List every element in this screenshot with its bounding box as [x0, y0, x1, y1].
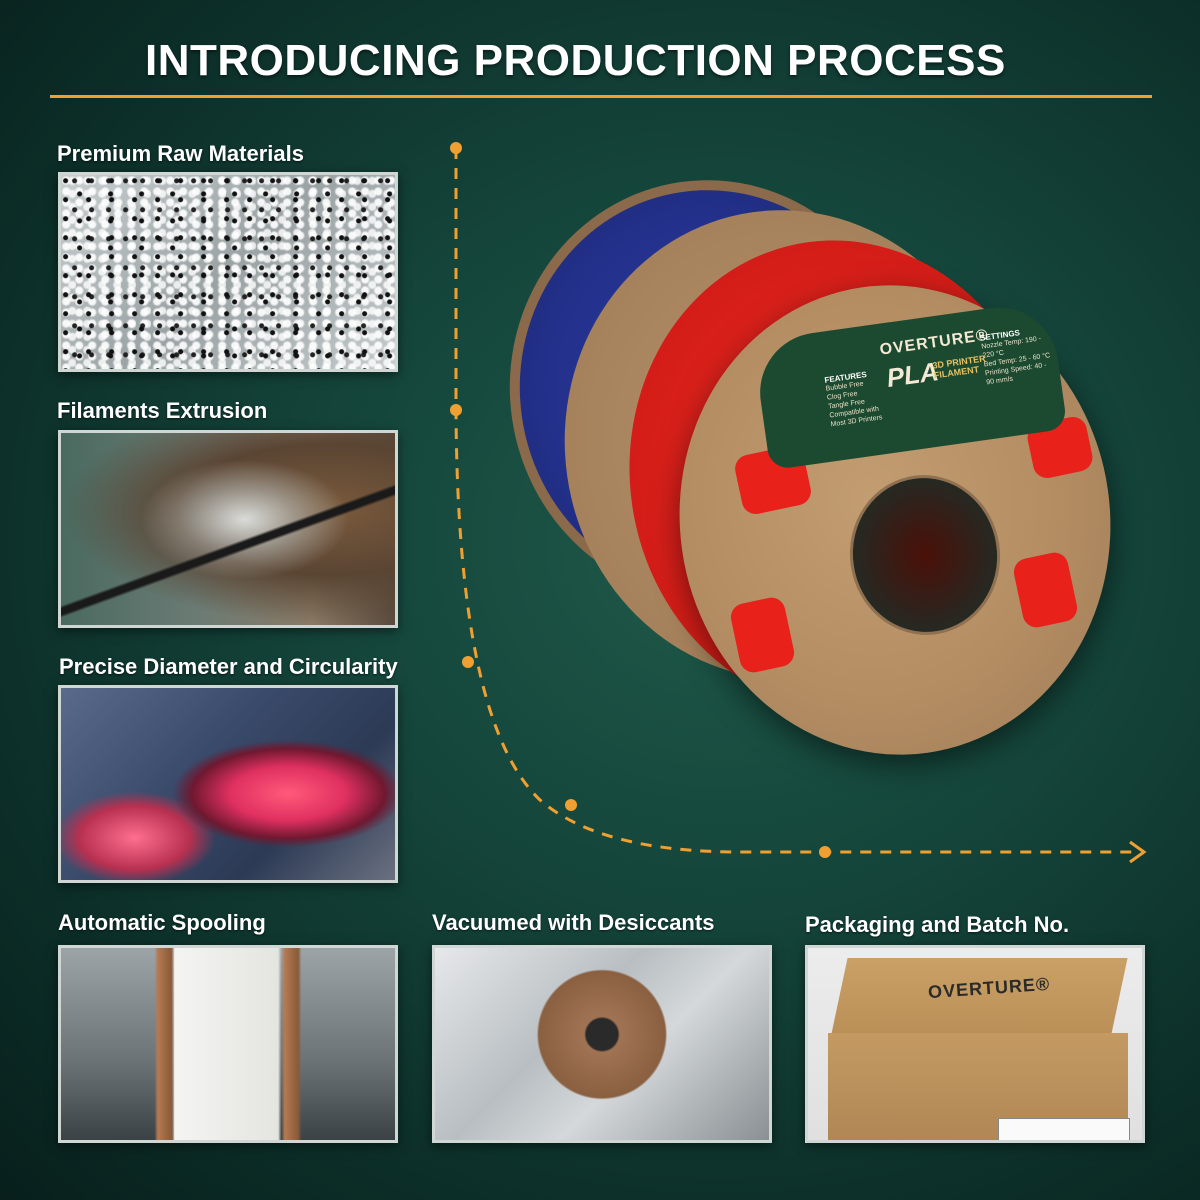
step-label-diameter: Precise Diameter and Circularity — [59, 654, 398, 679]
flow-dot — [819, 846, 831, 858]
step-label-vacuum: Vacuumed with Desiccants — [432, 910, 715, 935]
batch-label — [998, 1118, 1130, 1140]
page-title: INTRODUCING PRODUCTION PROCESS — [145, 36, 1006, 85]
flow-dot — [450, 404, 462, 416]
step-label-packaging: Packaging and Batch No. — [805, 912, 1070, 937]
title-divider — [50, 95, 1152, 98]
step-label-spooling: Automatic Spooling — [58, 910, 266, 935]
step-label-raw-materials: Premium Raw Materials — [57, 141, 304, 166]
vacuum-image — [432, 945, 772, 1143]
flow-dashed-line — [454, 148, 1135, 854]
flow-dot — [462, 656, 474, 668]
packaging-image: OVERTURE® — [805, 945, 1145, 1143]
step-label-extrusion: Filaments Extrusion — [57, 398, 268, 423]
spooling-image — [58, 945, 398, 1143]
extrusion-image — [58, 430, 398, 628]
flow-arrowhead — [1129, 840, 1147, 864]
diameter-gauge-image — [58, 685, 398, 883]
flow-dot — [565, 799, 577, 811]
raw-materials-image — [58, 172, 398, 372]
flow-dot-start — [450, 142, 462, 154]
